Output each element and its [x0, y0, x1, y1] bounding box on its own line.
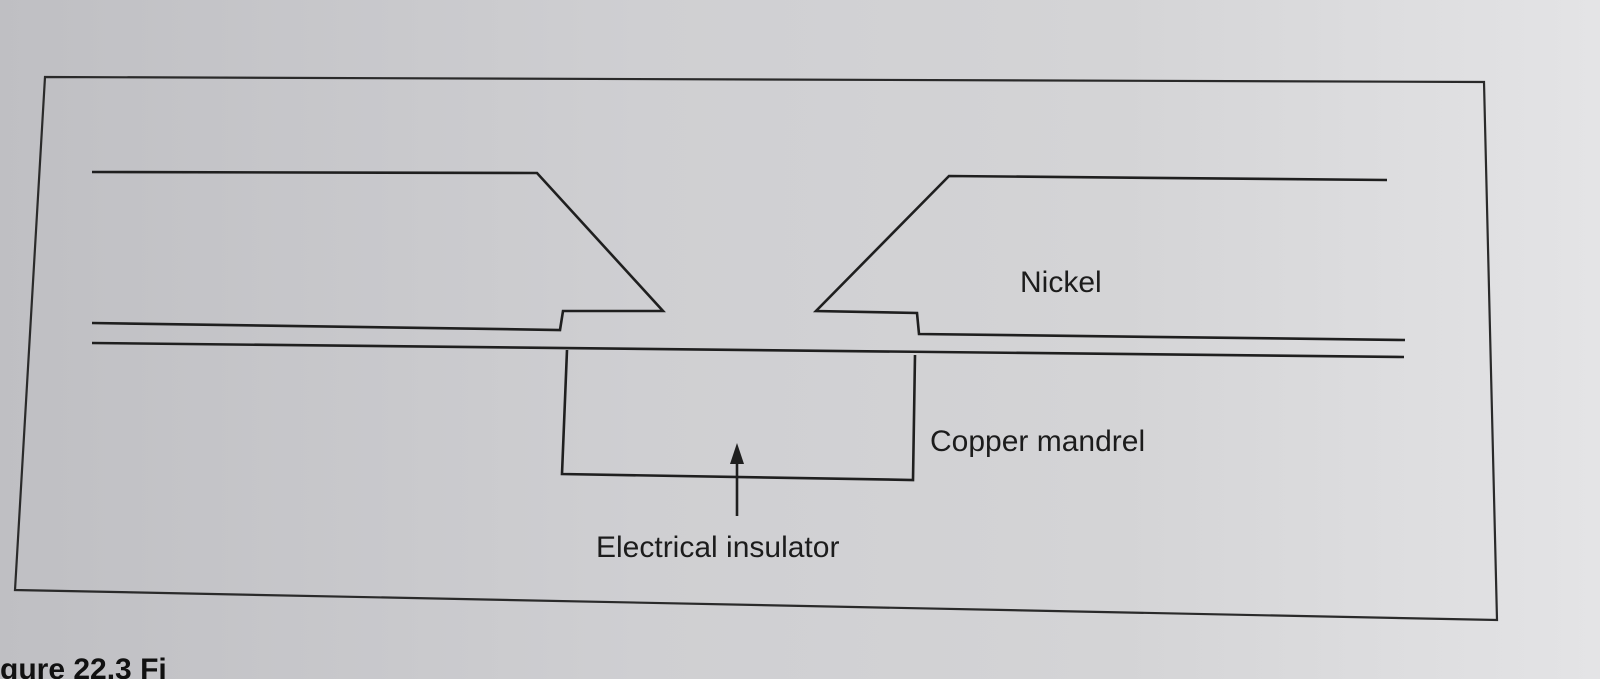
nickel-label: Nickel	[1020, 266, 1102, 299]
figure-caption-fragment: gure 22.3 Fi	[0, 653, 167, 679]
nickel-right-outline	[812, 174, 1406, 342]
copper-mandrel-label: Copper mandrel	[930, 425, 1146, 458]
copper-mandrel-surface	[91, 341, 1405, 359]
insulator-arrowhead	[730, 443, 744, 464]
electrical-insulator-label: Electrical insulator	[596, 531, 840, 564]
nickel-left-outline	[91, 170, 666, 332]
figure-frame	[13, 75, 1499, 622]
